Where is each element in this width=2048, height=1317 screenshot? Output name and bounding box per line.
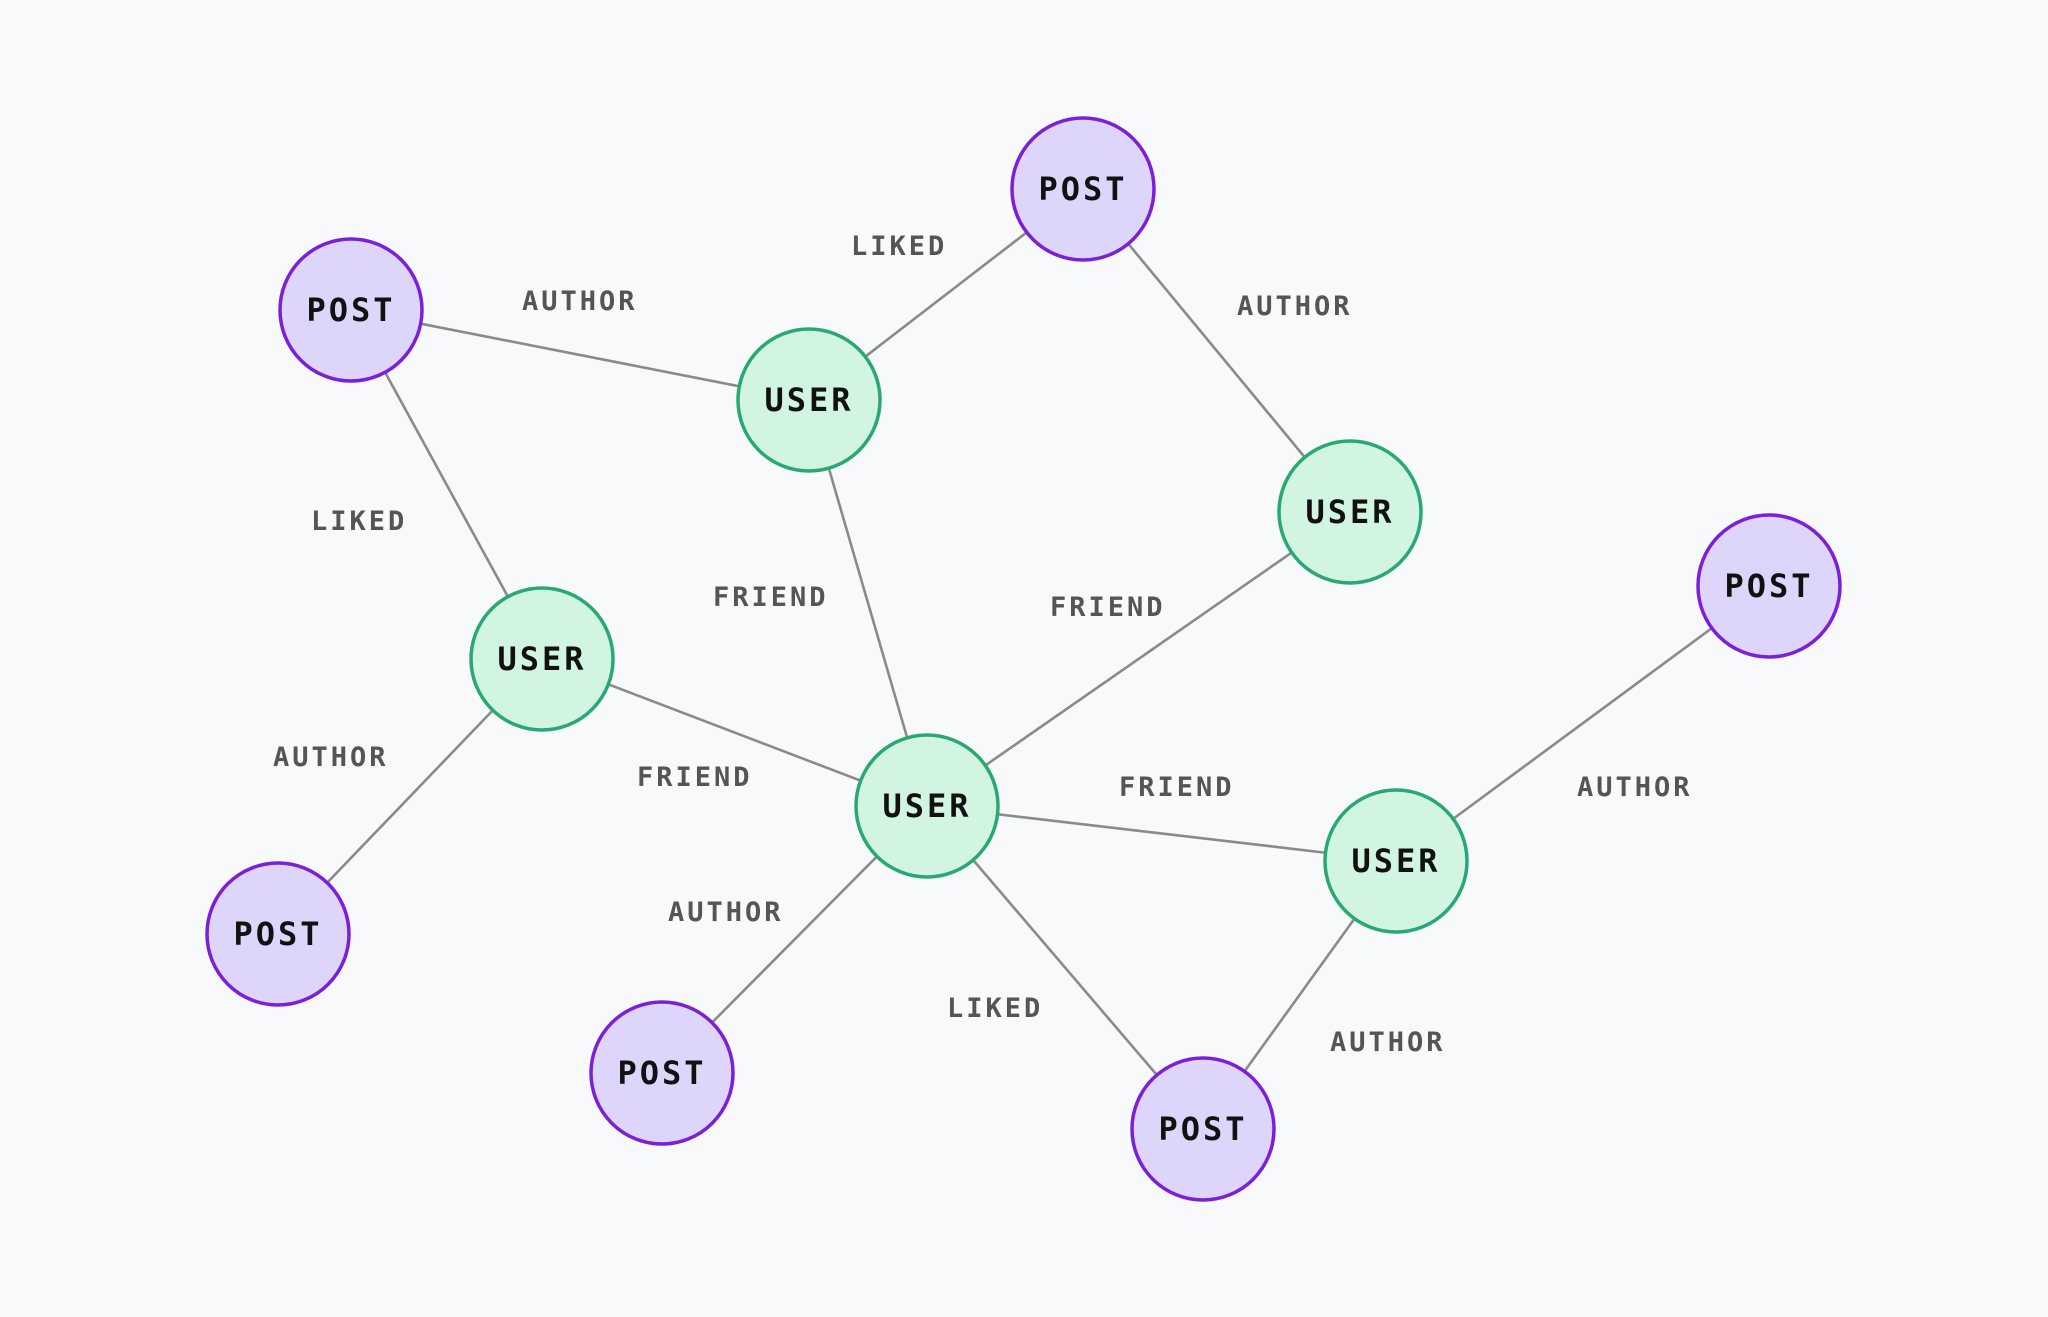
edge-label-author: AUTHOR: [1237, 291, 1353, 322]
user-node-label: USER: [764, 381, 853, 419]
post-node-label: POST: [1158, 1110, 1247, 1148]
edge-label-friend: FRIEND: [1119, 772, 1235, 803]
user-node-circle: [469, 586, 615, 732]
post-node[interactable]: POST: [1696, 513, 1842, 659]
post-node-circle: [205, 861, 351, 1007]
post-node-circle: [278, 237, 424, 383]
user-node[interactable]: USER: [469, 586, 615, 732]
edge-e8-author: [326, 709, 494, 884]
edge-label-friend: FRIEND: [1050, 592, 1166, 623]
post-node-label: POST: [1724, 567, 1813, 605]
post-node[interactable]: POST: [1010, 116, 1156, 262]
user-node[interactable]: USER: [854, 733, 1000, 879]
edge-e1-author: [420, 322, 740, 388]
edge-label-author: AUTHOR: [668, 897, 784, 928]
post-node[interactable]: POST: [205, 861, 351, 1007]
post-node-label: POST: [1038, 170, 1127, 208]
post-node-label: POST: [617, 1054, 706, 1092]
edge-e11-liked: [972, 859, 1158, 1076]
user-node-label: USER: [1305, 493, 1394, 531]
user-node-label: USER: [882, 787, 971, 825]
edge-e5-friend: [827, 467, 909, 739]
post-node[interactable]: POST: [589, 1000, 735, 1146]
user-node-circle: [1323, 788, 1469, 934]
user-node-label: USER: [497, 640, 586, 678]
user-node-circle: [854, 733, 1000, 879]
user-node[interactable]: USER: [1323, 788, 1469, 934]
edge-e7-friend: [607, 683, 862, 782]
edge-e12-author: [1452, 627, 1713, 820]
edge-e3-author: [1127, 242, 1306, 459]
post-node[interactable]: POST: [278, 237, 424, 383]
edge-label-friend: FRIEND: [637, 762, 753, 793]
user-node-circle: [736, 327, 882, 473]
edge-label-liked: LIKED: [947, 993, 1043, 1024]
edge-label-author: AUTHOR: [273, 742, 389, 773]
edge-label-author: AUTHOR: [522, 286, 638, 317]
user-node-circle: [1277, 439, 1423, 585]
post-node-label: POST: [306, 291, 395, 329]
post-node-circle: [1130, 1056, 1276, 1202]
post-node-circle: [1696, 513, 1842, 659]
edge-label-author: AUTHOR: [1330, 1027, 1446, 1058]
user-node-label: USER: [1351, 842, 1440, 880]
edge-e4-liked: [383, 371, 510, 598]
post-node-circle: [1010, 116, 1156, 262]
edge-labels-layer: AUTHOR LIKED AUTHOR LIKED FRIEND FRIEND FRIEND…: [273, 231, 1693, 1058]
post-node-circle: [589, 1000, 735, 1146]
edge-label-author: AUTHOR: [1577, 772, 1693, 803]
edge-e9-friend: [997, 812, 1326, 855]
edge-e13-author: [1243, 917, 1356, 1073]
edge-e6-friend: [984, 551, 1293, 767]
post-node[interactable]: POST: [1130, 1056, 1276, 1202]
edge-label-liked: LIKED: [311, 506, 407, 537]
post-node-label: POST: [233, 915, 322, 953]
edge-e2-liked: [864, 231, 1028, 358]
nodes-layer: POST POST USER USER USER POST USER USER POST POST…: [205, 116, 1842, 1202]
edges-layer: [326, 231, 1713, 1076]
user-node[interactable]: USER: [1277, 439, 1423, 585]
edge-label-liked: LIKED: [851, 231, 947, 262]
edge-label-friend: FRIEND: [713, 582, 829, 613]
edge-e10-author: [711, 855, 878, 1024]
user-node[interactable]: USER: [736, 327, 882, 473]
